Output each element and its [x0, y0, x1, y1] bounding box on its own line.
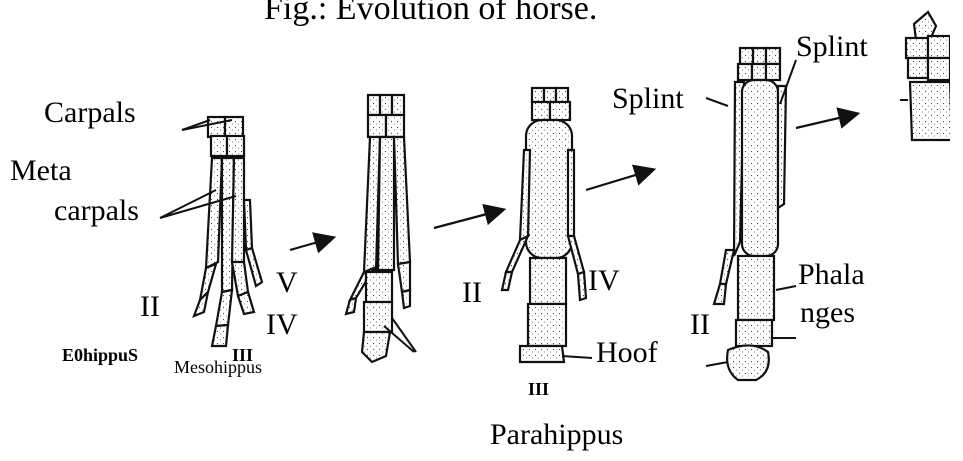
label-splint-right: Splint: [796, 32, 868, 62]
progression-arrow: [290, 238, 332, 250]
parahippus-foot: [502, 88, 592, 362]
equus-foot-partial: [900, 12, 963, 160]
phalanx: [216, 290, 232, 326]
carpal-bone: [208, 117, 225, 137]
phalanx: [212, 325, 228, 346]
label-metacarpals-line2: carpals: [54, 196, 139, 226]
label-digit-iv: IV: [266, 310, 298, 340]
label-digit-v: V: [276, 268, 298, 298]
phalanx: [238, 292, 254, 314]
carpal-bone: [227, 136, 244, 156]
label-hoof: Hoof: [596, 338, 658, 368]
progression-arrow: [586, 170, 652, 190]
label-mesohippus: Mesohippus: [174, 358, 262, 376]
mesohippus-foot: [346, 95, 416, 362]
progression-arrow: [434, 210, 502, 228]
phalanx: [246, 248, 262, 286]
label-metacarpals-line1: Meta: [10, 156, 72, 186]
label-splint-left: Splint: [612, 84, 684, 114]
label-digit-iii-parahippus: III: [528, 380, 549, 398]
label-phalanges-line1: Phala: [798, 260, 865, 290]
eohippus-foot: [194, 117, 262, 346]
label-digit-ii: II: [140, 292, 160, 322]
label-carpals: Carpals: [44, 98, 136, 128]
label-digit-iv-parahippus: IV: [588, 266, 620, 296]
progression-arrow: [796, 114, 856, 128]
figure-title: Fig.: Evolution of horse.: [264, 0, 597, 26]
carpal-bone: [211, 136, 227, 156]
merychippus-foot: [706, 48, 796, 380]
metacarpal-iv: [232, 158, 244, 262]
metacarpal-v: [244, 200, 252, 250]
label-phalanges-line2: nges: [800, 298, 855, 328]
label-digit-ii-parahippus: II: [462, 278, 482, 308]
label-digit-ii-foot4: II: [690, 310, 710, 340]
phalanx: [232, 262, 248, 296]
metacarpal-ii: [206, 158, 222, 268]
label-parahippus: Parahippus: [490, 420, 623, 450]
label-eohippus: E0hippuS: [62, 346, 138, 364]
